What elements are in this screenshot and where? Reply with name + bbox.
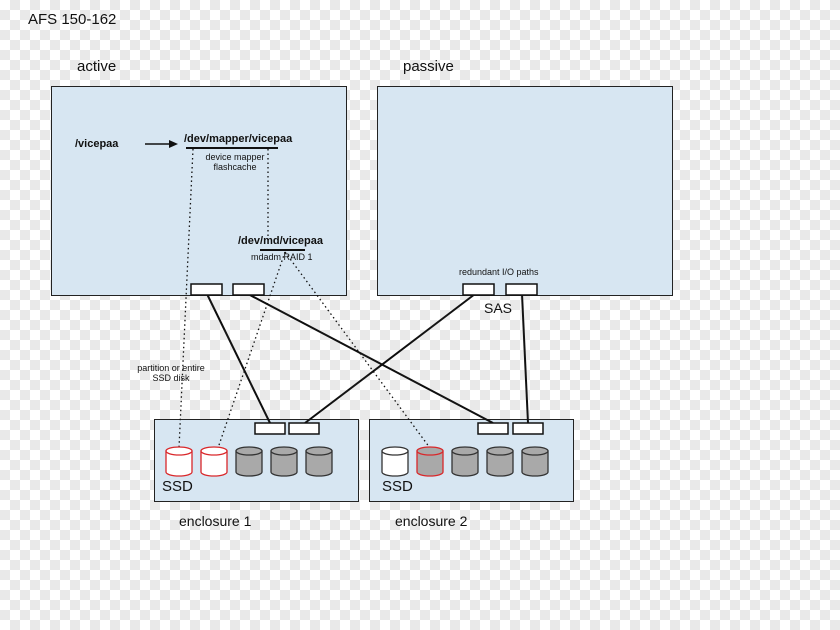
encl2-port-1 xyxy=(477,422,509,435)
sas-label: SAS xyxy=(484,300,513,316)
cable-passive-port2-encl2 xyxy=(521,293,529,424)
passive-port-2 xyxy=(505,283,538,296)
passive-heading: passive xyxy=(403,58,454,75)
encl2-hdd-1 xyxy=(451,446,479,477)
dotted-mapper-to-ssd xyxy=(178,148,194,449)
enclosure-2-label: enclosure 2 xyxy=(395,513,468,529)
partition-note-line2: SSD disk xyxy=(152,373,190,383)
encl2-ssd-1 xyxy=(381,446,409,477)
md-device-label: /dev/md/vicepaa xyxy=(238,235,323,247)
mount-point-label: /vicepaa xyxy=(75,138,119,150)
md-caption: mdadm RAID 1 xyxy=(251,252,313,262)
dotted-md-to-encl2-disk xyxy=(284,251,431,449)
mapper-device-label: /dev/mapper/vicepaa xyxy=(184,133,293,145)
passive-host-box xyxy=(377,86,673,296)
active-port-2 xyxy=(232,283,265,296)
encl1-port-2 xyxy=(288,422,320,435)
active-port-1 xyxy=(190,283,223,296)
encl2-ssd-2 xyxy=(416,446,444,477)
encl2-hdd-2 xyxy=(486,446,514,477)
encl1-hdd-3 xyxy=(305,446,333,477)
dotted-md-to-encl1-disk xyxy=(217,251,286,449)
mapper-caption-line1: device mapper xyxy=(205,152,265,162)
cable-active-port1-encl1 xyxy=(206,293,271,424)
passive-port-1 xyxy=(462,283,495,296)
encl2-ssd-label: SSD xyxy=(382,478,413,495)
encl1-ssd-1 xyxy=(165,446,193,477)
encl2-hdd-3 xyxy=(521,446,549,477)
active-heading: active xyxy=(77,58,117,75)
encl1-hdd-1 xyxy=(235,446,263,477)
cable-active-port2-encl2 xyxy=(247,293,494,424)
mount-arrow xyxy=(145,140,178,148)
partition-note: partition or entire SSD disk xyxy=(126,363,216,383)
active-host-box xyxy=(51,86,347,296)
encl1-hdd-2 xyxy=(270,446,298,477)
partition-note-line1: partition or entire xyxy=(137,363,205,373)
encl1-ssd-2 xyxy=(200,446,228,477)
encl1-ssd-label: SSD xyxy=(162,478,193,495)
encl2-port-2 xyxy=(512,422,544,435)
diagram-title: AFS 150-162 xyxy=(28,11,117,28)
cable-passive-port1-encl1 xyxy=(304,293,476,424)
enclosure-1-label: enclosure 1 xyxy=(179,513,252,529)
mapper-caption-line2: flashcache xyxy=(213,162,257,172)
mapper-caption: device mapper flashcache xyxy=(196,152,274,172)
redundant-paths-caption: redundant I/O paths xyxy=(459,267,539,277)
encl1-port-1 xyxy=(254,422,286,435)
